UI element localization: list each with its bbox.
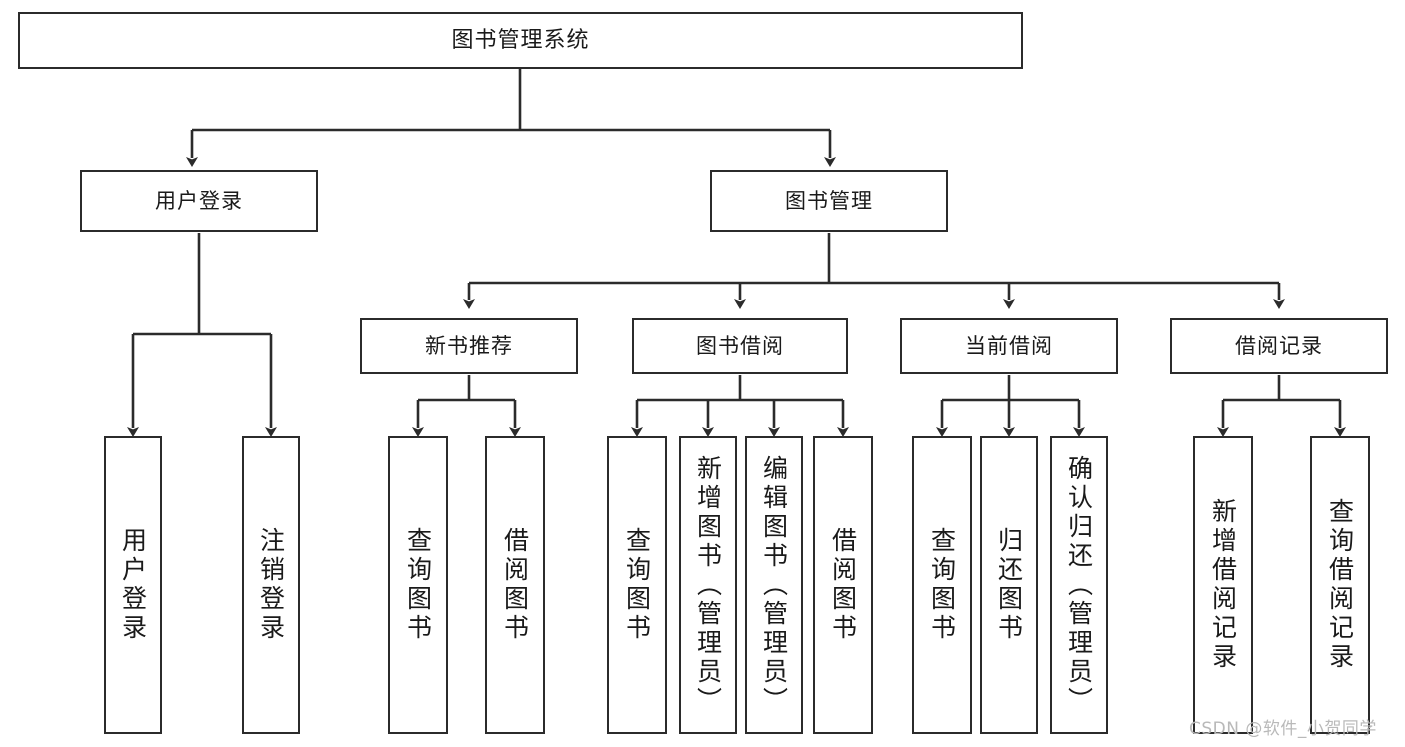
node-label: 查询图书 (403, 527, 433, 643)
leaf-confirm-return-admin[interactable]: 确认归还（管理员） (1050, 436, 1108, 734)
leaf-return-book[interactable]: 归还图书 (980, 436, 1038, 734)
leaf-borrow-book-rec[interactable]: 借阅图书 (485, 436, 545, 734)
node-label: 图书借阅 (696, 333, 784, 358)
watermark-text: CSDN @软件_小贺同学 (1189, 719, 1377, 739)
node-label: 图书管理 (785, 188, 873, 213)
node-label: 借阅记录 (1235, 333, 1323, 358)
leaf-query-book-current[interactable]: 查询图书 (912, 436, 972, 734)
node-new-book-recommendation[interactable]: 新书推荐 (360, 318, 578, 374)
leaf-add-book-admin[interactable]: 新增图书（管理员） (679, 436, 737, 734)
node-label: 图书管理系统 (451, 27, 590, 53)
leaf-query-borrow-record[interactable]: 查询借阅记录 (1310, 436, 1370, 734)
node-root-book-management-system[interactable]: 图书管理系统 (18, 12, 1023, 69)
node-label: 归还图书 (994, 527, 1024, 643)
leaf-logout[interactable]: 注销登录 (242, 436, 300, 734)
node-label: 借阅图书 (500, 527, 530, 643)
node-label: 借阅图书 (828, 527, 858, 643)
node-label: 查询借阅记录 (1325, 498, 1355, 672)
leaf-edit-book-admin[interactable]: 编辑图书（管理员） (745, 436, 803, 734)
node-label: 当前借阅 (965, 333, 1053, 358)
leaf-query-book-borrow[interactable]: 查询图书 (607, 436, 667, 734)
node-label: 查询图书 (927, 527, 957, 643)
node-current-borrow[interactable]: 当前借阅 (900, 318, 1118, 374)
node-label: 用户登录 (155, 188, 243, 213)
leaf-add-borrow-record[interactable]: 新增借阅记录 (1193, 436, 1253, 734)
node-label: 新增图书（管理员） (693, 454, 723, 716)
node-label: 查询图书 (622, 527, 652, 643)
node-book-borrow[interactable]: 图书借阅 (632, 318, 848, 374)
node-label: 用户登录 (118, 527, 148, 643)
node-borrow-record[interactable]: 借阅记录 (1170, 318, 1388, 374)
node-user-login[interactable]: 用户登录 (80, 170, 318, 232)
leaf-user-login[interactable]: 用户登录 (104, 436, 162, 734)
node-label: 确认归还（管理员） (1064, 454, 1094, 716)
node-label: 编辑图书（管理员） (759, 454, 789, 716)
node-book-management[interactable]: 图书管理 (710, 170, 948, 232)
node-label: 新书推荐 (425, 333, 513, 358)
node-label: 注销登录 (256, 527, 286, 643)
leaf-borrow-book[interactable]: 借阅图书 (813, 436, 873, 734)
node-label: 新增借阅记录 (1208, 498, 1238, 672)
leaf-query-book-rec[interactable]: 查询图书 (388, 436, 448, 734)
